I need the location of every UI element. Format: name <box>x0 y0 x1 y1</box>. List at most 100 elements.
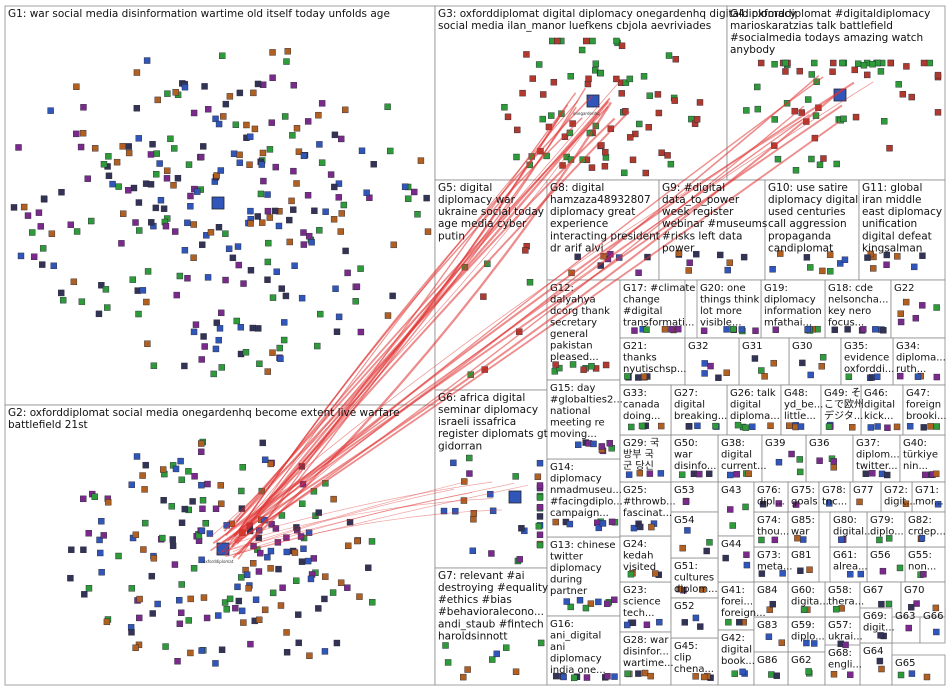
node <box>290 82 297 89</box>
group-label-g56: G56 <box>870 550 890 561</box>
node <box>811 640 818 647</box>
node <box>15 144 22 151</box>
group-box-g30 <box>788 337 842 386</box>
node <box>335 194 342 201</box>
node <box>363 189 370 196</box>
node <box>259 149 267 157</box>
node <box>330 216 338 223</box>
node <box>235 597 243 605</box>
node <box>200 143 207 150</box>
node <box>136 595 143 603</box>
group-box-g72 <box>880 481 913 513</box>
node <box>264 191 271 198</box>
node <box>340 201 348 209</box>
node <box>567 73 574 80</box>
node <box>58 289 65 297</box>
node <box>333 328 341 335</box>
node <box>585 75 592 83</box>
node <box>255 325 262 332</box>
group-label-g71: G71:mor... <box>915 485 944 508</box>
group-label-g85: G85:war <box>791 515 815 538</box>
node <box>315 509 322 516</box>
node <box>232 604 239 612</box>
node <box>311 207 318 215</box>
node <box>250 542 257 550</box>
node <box>404 195 412 202</box>
node <box>847 671 854 678</box>
node <box>838 536 845 543</box>
node <box>629 619 637 626</box>
node <box>897 671 905 679</box>
node <box>251 125 259 133</box>
node <box>883 251 891 259</box>
node <box>582 37 590 45</box>
node <box>920 424 927 431</box>
node <box>125 187 132 194</box>
node <box>246 161 253 168</box>
node <box>247 640 254 648</box>
node <box>583 674 591 681</box>
node <box>646 92 653 99</box>
node <box>345 542 352 550</box>
node <box>466 470 473 477</box>
node <box>291 549 299 556</box>
node <box>830 464 837 471</box>
node <box>657 470 665 477</box>
node <box>503 644 510 651</box>
node <box>344 584 351 591</box>
node <box>782 59 789 67</box>
node <box>504 113 512 121</box>
node <box>769 600 776 608</box>
node <box>230 150 238 157</box>
group-label-g74: G74:thou... <box>757 515 789 538</box>
group-label-g2: G2: oxforddiplomat social media onegarde… <box>8 407 400 431</box>
node <box>308 239 315 246</box>
node <box>156 160 163 167</box>
node <box>743 561 751 569</box>
node <box>894 253 901 260</box>
node <box>625 471 633 478</box>
node <box>627 570 635 578</box>
group-box-g85 <box>787 511 820 548</box>
node <box>68 546 75 553</box>
node <box>199 505 206 512</box>
node <box>247 220 254 227</box>
node <box>636 469 644 477</box>
node <box>536 482 544 489</box>
node <box>877 68 885 75</box>
group-label-g79: G79:diplo... <box>870 515 904 538</box>
node <box>768 671 775 678</box>
node <box>684 527 691 534</box>
node <box>276 344 283 352</box>
node <box>291 262 298 269</box>
node <box>487 490 494 498</box>
group-box-g37 <box>852 434 901 483</box>
node <box>758 570 766 577</box>
node <box>199 241 206 248</box>
node <box>250 89 257 97</box>
node <box>136 227 143 234</box>
node <box>254 80 262 88</box>
node <box>118 240 125 247</box>
node <box>329 589 337 596</box>
node <box>174 658 181 665</box>
group-label-g52: G52 <box>674 601 694 612</box>
node <box>624 670 631 677</box>
node <box>154 96 161 104</box>
node <box>306 652 313 659</box>
node <box>881 118 888 125</box>
group-label-g72: G72:digit... <box>884 485 916 508</box>
node <box>919 252 926 259</box>
node <box>245 585 252 592</box>
node <box>757 59 765 67</box>
node <box>637 523 644 531</box>
node <box>770 359 777 367</box>
node <box>236 151 243 159</box>
node <box>215 120 223 128</box>
